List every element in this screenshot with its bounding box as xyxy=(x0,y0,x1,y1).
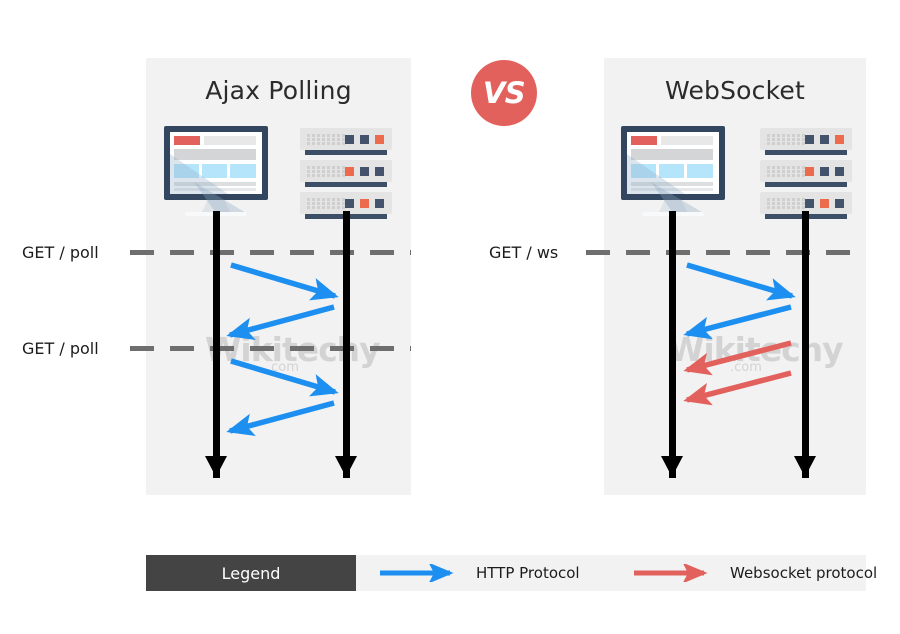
monitor-stand-neck xyxy=(201,200,231,214)
screen-card-2 xyxy=(659,164,684,178)
server-unit-body xyxy=(760,192,852,214)
lifeline-server-ajax-arrowhead xyxy=(335,456,357,477)
server-led xyxy=(345,199,354,208)
server-led xyxy=(375,167,384,176)
server-led xyxy=(375,135,384,144)
server-led xyxy=(360,135,369,144)
legend-title: Legend xyxy=(146,555,356,591)
lifeline-client-ws-arrowhead xyxy=(661,456,683,477)
lifeline-server-ws-arrowhead xyxy=(794,456,816,477)
server-vent-dots xyxy=(307,134,349,145)
server-led xyxy=(805,135,814,144)
panel-title-websocket: WebSocket xyxy=(665,76,805,105)
screen-hero-band xyxy=(174,149,256,160)
screen-card-1 xyxy=(631,164,656,178)
lifeline-client-ws xyxy=(669,211,676,478)
legend-entry-http: HTTP Protocol xyxy=(378,555,580,591)
arrow-right-icon xyxy=(634,564,708,582)
arrow-right-icon xyxy=(380,564,454,582)
server-led xyxy=(835,167,844,176)
server-unit-base xyxy=(765,150,847,155)
server-led-row xyxy=(805,167,845,176)
server-led-row xyxy=(345,167,385,176)
legend-entry-websocket: Websocket protocol xyxy=(632,555,877,591)
server-vent-dots xyxy=(767,166,809,177)
timeline-dash-poll-2 xyxy=(130,346,411,351)
server-unit-body xyxy=(760,160,852,182)
panel-websocket: WebSocket xyxy=(604,58,866,495)
server-vent-dots xyxy=(307,198,349,209)
screen-header-bar xyxy=(174,136,200,145)
timeline-label-poll-1: GET / poll xyxy=(22,243,99,262)
server-unit-base xyxy=(765,182,847,187)
timeline-label-poll-2: GET / poll xyxy=(22,339,99,358)
screen-header-bar xyxy=(631,136,657,145)
server-unit-body xyxy=(300,192,392,214)
monitor-screen xyxy=(170,132,262,194)
screen-card-2 xyxy=(202,164,227,178)
legend-label-websocket: Websocket protocol xyxy=(730,564,878,582)
server-led-row xyxy=(805,135,845,144)
screen-text-line-2 xyxy=(174,188,256,191)
timeline-dash-poll-1 xyxy=(130,250,411,255)
server-led-row xyxy=(345,135,385,144)
legend-label-http: HTTP Protocol xyxy=(476,564,580,582)
server-led xyxy=(835,199,844,208)
screen-text-line-1 xyxy=(631,182,713,186)
server-vent-dots xyxy=(767,198,809,209)
server-led xyxy=(360,167,369,176)
screen-card-3 xyxy=(230,164,256,178)
screen-text-line-1 xyxy=(174,182,256,186)
timeline-dash-ws xyxy=(586,250,866,255)
server-led xyxy=(820,135,829,144)
screen-card-3 xyxy=(687,164,713,178)
server-led xyxy=(360,199,369,208)
server-led xyxy=(805,167,814,176)
server-vent-dots xyxy=(307,166,349,177)
server-unit-base xyxy=(305,150,387,155)
server-led xyxy=(345,167,354,176)
server-unit-body xyxy=(300,160,392,182)
server-led xyxy=(375,199,384,208)
server-led-row xyxy=(345,199,385,208)
monitor-frame xyxy=(164,126,268,200)
screen-text-line-2 xyxy=(631,188,713,191)
server-rack-icon xyxy=(760,128,852,220)
server-led xyxy=(345,135,354,144)
timeline-label-ws: GET / ws xyxy=(489,243,559,262)
server-unit-base xyxy=(305,182,387,187)
server-unit-body xyxy=(300,128,392,150)
server-led xyxy=(835,135,844,144)
lifeline-client-ajax-arrowhead xyxy=(205,456,227,477)
monitor-icon xyxy=(621,126,725,216)
screen-hero-band xyxy=(631,149,713,160)
server-led-row xyxy=(805,199,845,208)
server-led xyxy=(805,199,814,208)
lifeline-client-ajax xyxy=(213,211,220,478)
screen-nav-bar xyxy=(661,136,713,145)
screen-nav-bar xyxy=(204,136,256,145)
monitor-stand-neck xyxy=(658,200,688,214)
server-vent-dots xyxy=(767,134,809,145)
screen-card-1 xyxy=(174,164,199,178)
lifeline-server-ws xyxy=(802,211,809,478)
server-rack-icon xyxy=(300,128,392,220)
panel-title-ajax-polling: Ajax Polling xyxy=(205,76,352,105)
monitor-icon xyxy=(164,126,268,216)
monitor-frame xyxy=(621,126,725,200)
server-led xyxy=(820,199,829,208)
panel-ajax-polling: Ajax Polling xyxy=(146,58,411,495)
server-led xyxy=(820,167,829,176)
monitor-screen xyxy=(627,132,719,194)
server-unit-body xyxy=(760,128,852,150)
lifeline-server-ajax xyxy=(343,211,350,478)
vs-badge: VS xyxy=(471,60,537,126)
